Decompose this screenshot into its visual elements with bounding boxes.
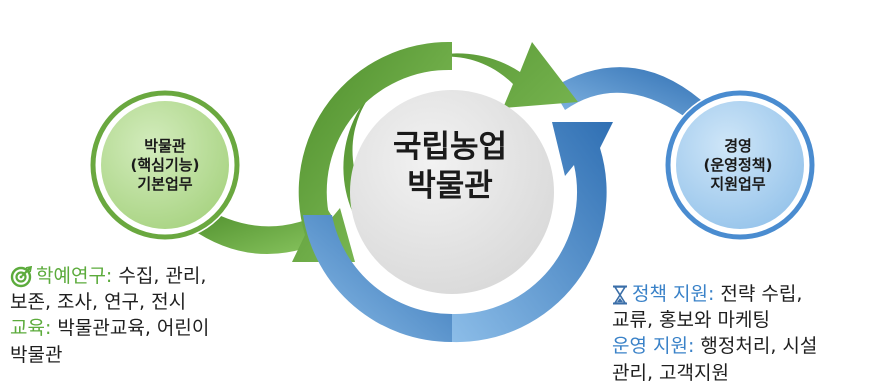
right-connector-band	[552, 67, 710, 128]
right-line-1: 정책 지원: 전략 수립,	[612, 281, 892, 307]
right-line-3: 운영 지원: 행정처리, 시설	[612, 333, 892, 359]
right-node-label: 경영 (운영정책) 지원업무	[668, 137, 808, 193]
left-node-line1: 박물관	[144, 137, 186, 155]
left-description: 학예연구: 수집, 관리, 보존, 조사, 연구, 전시 교육: 박물관교육, …	[10, 263, 310, 368]
left-node-label: 박물관 (핵심기능) 기본업무	[95, 137, 235, 193]
green-cycle-arrow	[343, 42, 578, 263]
left-node-line3: 기본업무	[137, 174, 193, 193]
operation-items-1: 행정처리, 시설	[700, 335, 818, 358]
left-line-3: 교육: 박물관교육, 어린이	[10, 315, 310, 341]
policy-items-1: 전략 수립,	[720, 283, 803, 305]
center-node-line2: 박물관	[407, 167, 493, 204]
education-items-1: 박물관교육, 어린이	[57, 317, 210, 340]
left-node-line2: (핵심기능)	[130, 155, 200, 174]
policy-label: 정책 지원:	[632, 283, 715, 305]
operation-label: 운영 지원:	[612, 335, 695, 358]
left-line-1: 학예연구: 수집, 관리,	[10, 263, 310, 289]
right-node-line1: 경영	[724, 137, 752, 155]
center-circle	[350, 90, 554, 294]
center-node-line1: 국립농업	[392, 129, 508, 165]
research-items-2: 보존, 조사, 연구, 전시	[10, 291, 187, 314]
target-icon	[10, 265, 32, 287]
research-items-1: 수집, 관리,	[118, 265, 207, 287]
right-description: 정책 지원: 전략 수립, 교류, 홍보와 마케팅 운영 지원: 행정처리, 시…	[612, 281, 892, 386]
education-label: 교육:	[10, 317, 52, 340]
right-node-line3: 지원업무	[710, 174, 766, 193]
hourglass-icon	[613, 285, 627, 304]
research-label: 학예연구:	[36, 265, 113, 287]
education-items-2: 박물관	[10, 343, 63, 366]
blue-ring-segment	[452, 122, 613, 343]
blue-cycle-arrow	[303, 215, 452, 343]
green-ring-segment	[292, 41, 452, 262]
center-node-label: 국립농업 박물관	[345, 128, 555, 206]
policy-items-2: 교류, 홍보와 마케팅	[612, 309, 770, 332]
right-node-line2: (운영정책)	[703, 155, 773, 174]
operation-items-2: 관리, 고객지원	[612, 361, 729, 384]
